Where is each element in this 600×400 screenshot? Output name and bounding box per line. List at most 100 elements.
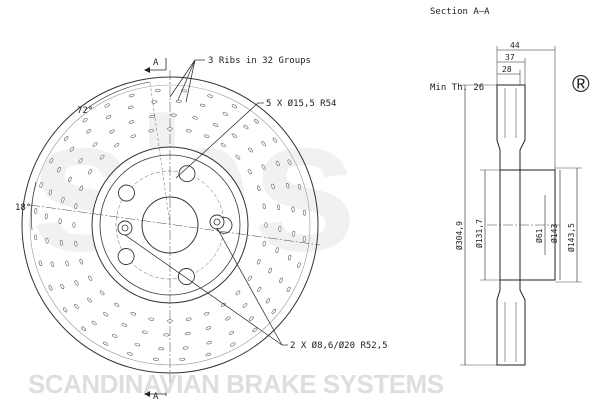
- rib-hole: [225, 316, 231, 321]
- rib-hole: [261, 164, 266, 170]
- small-holes-callout: 2 X Ø8,6/Ø20 R52,5: [124, 227, 388, 351]
- brand-tagline: SCANDINAVIAN BRAKE SYSTEMS: [28, 369, 444, 399]
- rib-hole: [48, 189, 52, 196]
- rib-hole: [128, 120, 135, 124]
- rib-hole: [65, 260, 69, 267]
- svg-text:A: A: [153, 392, 159, 400]
- rib-hole: [64, 136, 69, 141]
- rib-hole: [49, 157, 54, 164]
- rib-hole: [243, 124, 249, 130]
- svg-text:18°: 18°: [15, 203, 31, 213]
- rib-hole: [287, 159, 292, 165]
- rib-hole: [151, 100, 158, 104]
- rib-hole: [252, 327, 258, 333]
- rib-hole: [59, 239, 63, 246]
- bolt-holes: [117, 165, 233, 285]
- rib-hole: [68, 176, 72, 183]
- rib-hole: [99, 154, 105, 160]
- rib-hole: [182, 346, 189, 350]
- rib-hole: [247, 169, 252, 175]
- rib-hole: [62, 307, 68, 313]
- rib-hole: [88, 169, 93, 175]
- rib-hole: [185, 129, 192, 133]
- ribs-callout: 3 Ribs in 32 Groups: [169, 56, 311, 103]
- rib-hole: [247, 275, 252, 281]
- rib-hole: [302, 236, 306, 242]
- rib-hole: [277, 204, 281, 211]
- disc-section-profile: [487, 84, 560, 366]
- diameter-dimensions: Ø304,9 Ø131,7 Ø61 Ø143 Ø143,5: [454, 84, 582, 366]
- rib-hole: [175, 99, 182, 103]
- rib-hole: [235, 154, 241, 160]
- rib-hole: [82, 117, 88, 123]
- rib-hole: [87, 297, 92, 303]
- rib-hole: [45, 237, 49, 244]
- small-holes: [117, 214, 225, 236]
- rib-hole: [205, 326, 212, 330]
- svg-text:72°: 72°: [77, 106, 93, 116]
- rib-hole: [272, 137, 278, 143]
- rib-hole: [262, 240, 266, 247]
- rib-hole: [121, 323, 128, 327]
- rib-hole: [79, 259, 84, 265]
- rib-hole: [167, 127, 173, 131]
- rib-hole: [257, 286, 262, 292]
- rib-hole: [92, 142, 98, 147]
- rib-hole: [105, 115, 112, 120]
- rib-hole: [292, 230, 296, 237]
- rib-hole: [204, 134, 210, 139]
- section-title: Section A–A: [430, 7, 490, 17]
- rib-hole: [60, 283, 65, 290]
- svg-text:Ø143,5: Ø143,5: [566, 223, 576, 252]
- rib-hole: [268, 267, 272, 274]
- rib-hole: [271, 309, 276, 314]
- rib-hole: [275, 160, 280, 167]
- rib-hole: [99, 290, 105, 296]
- rib-hole: [127, 352, 133, 356]
- registered-mark: ®: [572, 71, 590, 98]
- rib-hole: [204, 311, 210, 316]
- min-thickness-label: Min Th. 26: [430, 83, 484, 93]
- svg-text:5 X Ø15,5 R54: 5 X Ø15,5 R54: [266, 98, 336, 109]
- rib-hole: [48, 285, 53, 291]
- rib-hole: [130, 311, 136, 316]
- rib-hole: [112, 334, 118, 338]
- rib-hole: [34, 208, 38, 214]
- bolt-hole: [118, 184, 135, 202]
- rib-hole: [74, 240, 78, 247]
- rib-hole: [91, 320, 97, 326]
- rib-hole: [148, 129, 155, 133]
- svg-text:Ø304,9: Ø304,9: [454, 221, 464, 250]
- rib-hole: [167, 319, 173, 323]
- rib-hole: [185, 317, 192, 321]
- rib-hole: [44, 213, 48, 220]
- bolt-hole: [117, 248, 135, 265]
- rib-hole: [199, 103, 206, 107]
- angle-72: 72°: [77, 81, 171, 226]
- rib-hole: [262, 203, 266, 210]
- rib-hole: [148, 317, 155, 321]
- rib-hole: [230, 342, 236, 347]
- width-dimensions: 44 37 28: [496, 41, 556, 170]
- rib-hole: [170, 113, 177, 117]
- rib-hole: [181, 89, 187, 93]
- rib-hole: [34, 234, 38, 241]
- rib-hole: [78, 158, 83, 164]
- rib-hole: [297, 183, 302, 190]
- rib-hole: [57, 167, 61, 173]
- rib-hole: [184, 332, 191, 336]
- rib-hole: [220, 302, 226, 307]
- rib-hole: [50, 261, 55, 268]
- rib-hole: [206, 340, 213, 345]
- rib-hole: [39, 182, 43, 188]
- rib-hole: [271, 183, 275, 190]
- rib-hole: [134, 343, 141, 347]
- rib-pattern: [34, 89, 306, 361]
- rib-hole: [302, 209, 306, 216]
- rib-hole: [69, 146, 75, 152]
- rib-hole: [114, 143, 120, 148]
- rib-hole: [286, 286, 291, 293]
- rib-hole: [248, 147, 253, 153]
- rib-hole: [127, 105, 134, 110]
- rib-hole: [256, 185, 261, 191]
